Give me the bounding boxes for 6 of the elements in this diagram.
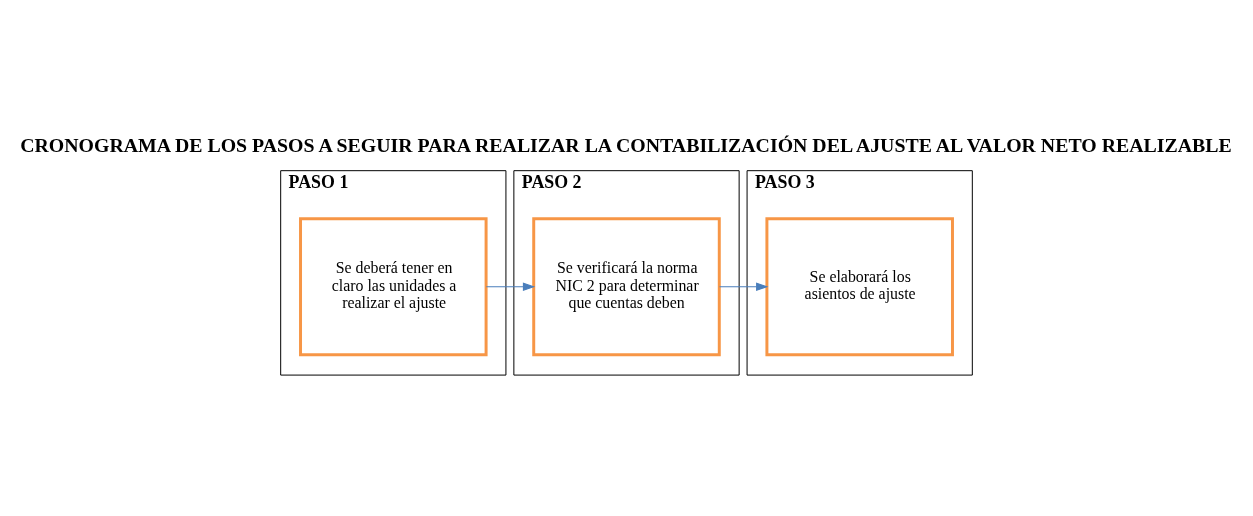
arrow <box>718 282 769 292</box>
arrow <box>485 282 536 292</box>
node-box: Se elaborará los asientos de ajuste <box>765 217 954 357</box>
node-box: Se verificará la norma NIC 2 para determinar que cuentas deben <box>532 217 721 357</box>
diagram-title: CRONOGRAMA DE LOS PASOS A SEGUIR PARA REALIZAR LA CONTABILIZACIÓN DEL AJUSTE AL VALOR NETO REALIZABLE <box>20 133 1232 156</box>
node-box: Se deberá tener en claro las unidades a realizar el ajuste <box>299 217 488 357</box>
